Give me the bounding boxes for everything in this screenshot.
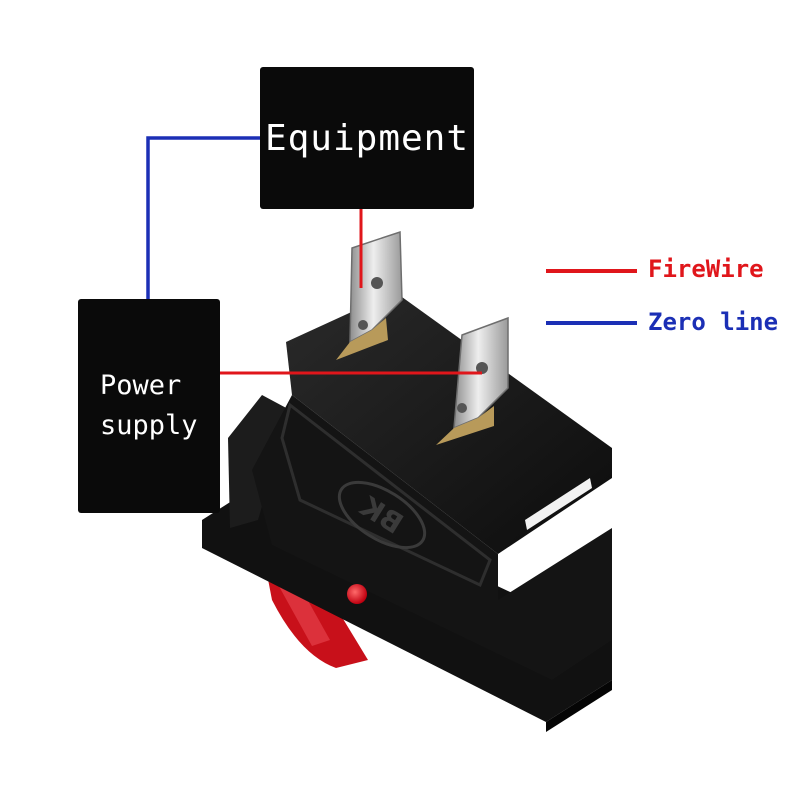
led-indicator [347, 584, 367, 604]
switch-slot [525, 478, 592, 530]
legend-firewire-label: FireWire [648, 255, 764, 283]
switch-front-face [252, 395, 612, 680]
power-supply-label-line1: Power [100, 370, 182, 401]
embossed-oval [337, 480, 427, 550]
switch-top-face [286, 292, 612, 554]
switch-flange-side [546, 680, 612, 732]
power-supply-label-line2: supply [100, 410, 198, 441]
power-supply-box: Power supply [78, 299, 220, 513]
terminal-pin-back [336, 230, 403, 360]
equipment-label: Equipment [264, 117, 470, 159]
legend-zero-line-label: Zero line [648, 308, 779, 336]
zero-line-wire [146, 136, 260, 299]
switch-front-panel [280, 402, 492, 588]
equipment-box: Equipment [260, 67, 474, 209]
